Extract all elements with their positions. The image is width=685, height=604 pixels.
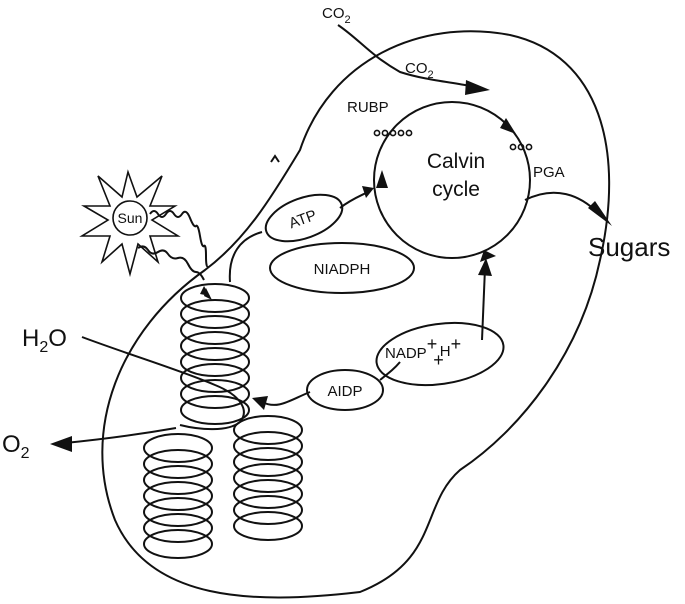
sun-label: Sun bbox=[118, 210, 143, 226]
h2o-line bbox=[81, 336, 245, 431]
thylakoid-stack-lower-right bbox=[233, 415, 303, 541]
rubp-molecule-dots bbox=[373, 129, 413, 137]
o2-arrowhead bbox=[50, 436, 72, 452]
atp-ellipse bbox=[264, 193, 344, 243]
nadph-ellipse bbox=[269, 242, 415, 294]
sun-core bbox=[112, 200, 148, 236]
calvin-cycle-circle bbox=[373, 101, 531, 259]
adp-to-thylakoid-arrow bbox=[261, 391, 311, 406]
atp-label: ATP bbox=[287, 207, 319, 233]
outline-notch bbox=[270, 154, 280, 163]
pga-label: PGA bbox=[533, 164, 565, 181]
nadp-label: NADP++H+ bbox=[385, 334, 461, 370]
atp-to-calvin-arrow bbox=[339, 191, 369, 209]
h2o-label: H2O bbox=[22, 325, 67, 356]
o2-arrow bbox=[64, 427, 177, 444]
thylakoid-stack-upper bbox=[180, 283, 250, 425]
adp-to-nadp-connector bbox=[379, 361, 401, 381]
sugars-arrow bbox=[524, 191, 599, 214]
light-ray-upper bbox=[149, 210, 209, 268]
sugars-arrowhead bbox=[588, 201, 612, 226]
calvin-cycle-label-line1: Calvin bbox=[427, 150, 485, 173]
calvin-cycle-arrow-top bbox=[500, 118, 516, 134]
nadp-ellipse bbox=[375, 321, 505, 387]
o2-label: O2 bbox=[2, 431, 30, 462]
chloroplast-outline bbox=[101, 30, 611, 599]
light-ray-lower bbox=[137, 245, 205, 281]
light-ray-lower-arrowhead bbox=[200, 286, 210, 296]
calvin-cycle-label-line2: cycle bbox=[432, 178, 480, 201]
pga-molecule-dots bbox=[509, 143, 533, 151]
nadph-label: NIADPH bbox=[314, 261, 371, 278]
nadp-to-calvin-arrow bbox=[481, 267, 486, 341]
atp-to-calvin-arrowhead bbox=[362, 186, 374, 198]
thylakoid-stack-lower-left bbox=[143, 433, 213, 559]
nadp-to-calvin-arrowhead bbox=[478, 258, 492, 276]
co2-top-label: CO2 bbox=[322, 5, 351, 26]
rubp-label: RUBP bbox=[347, 99, 389, 116]
adp-ellipse bbox=[306, 369, 384, 411]
calvin-cycle-arrow-bottom bbox=[480, 250, 496, 262]
calvin-cycle-arrow-left bbox=[376, 170, 388, 188]
adp-to-thylakoid-arrowhead bbox=[252, 396, 268, 410]
sugars-label: Sugars bbox=[588, 232, 670, 262]
co2-inner-label: CO2 bbox=[405, 60, 434, 81]
co2-arrowhead bbox=[465, 80, 490, 95]
adp-label: AIDP bbox=[327, 383, 362, 400]
thylakoid-to-atp-arrow bbox=[228, 231, 263, 283]
co2-path bbox=[337, 24, 471, 87]
